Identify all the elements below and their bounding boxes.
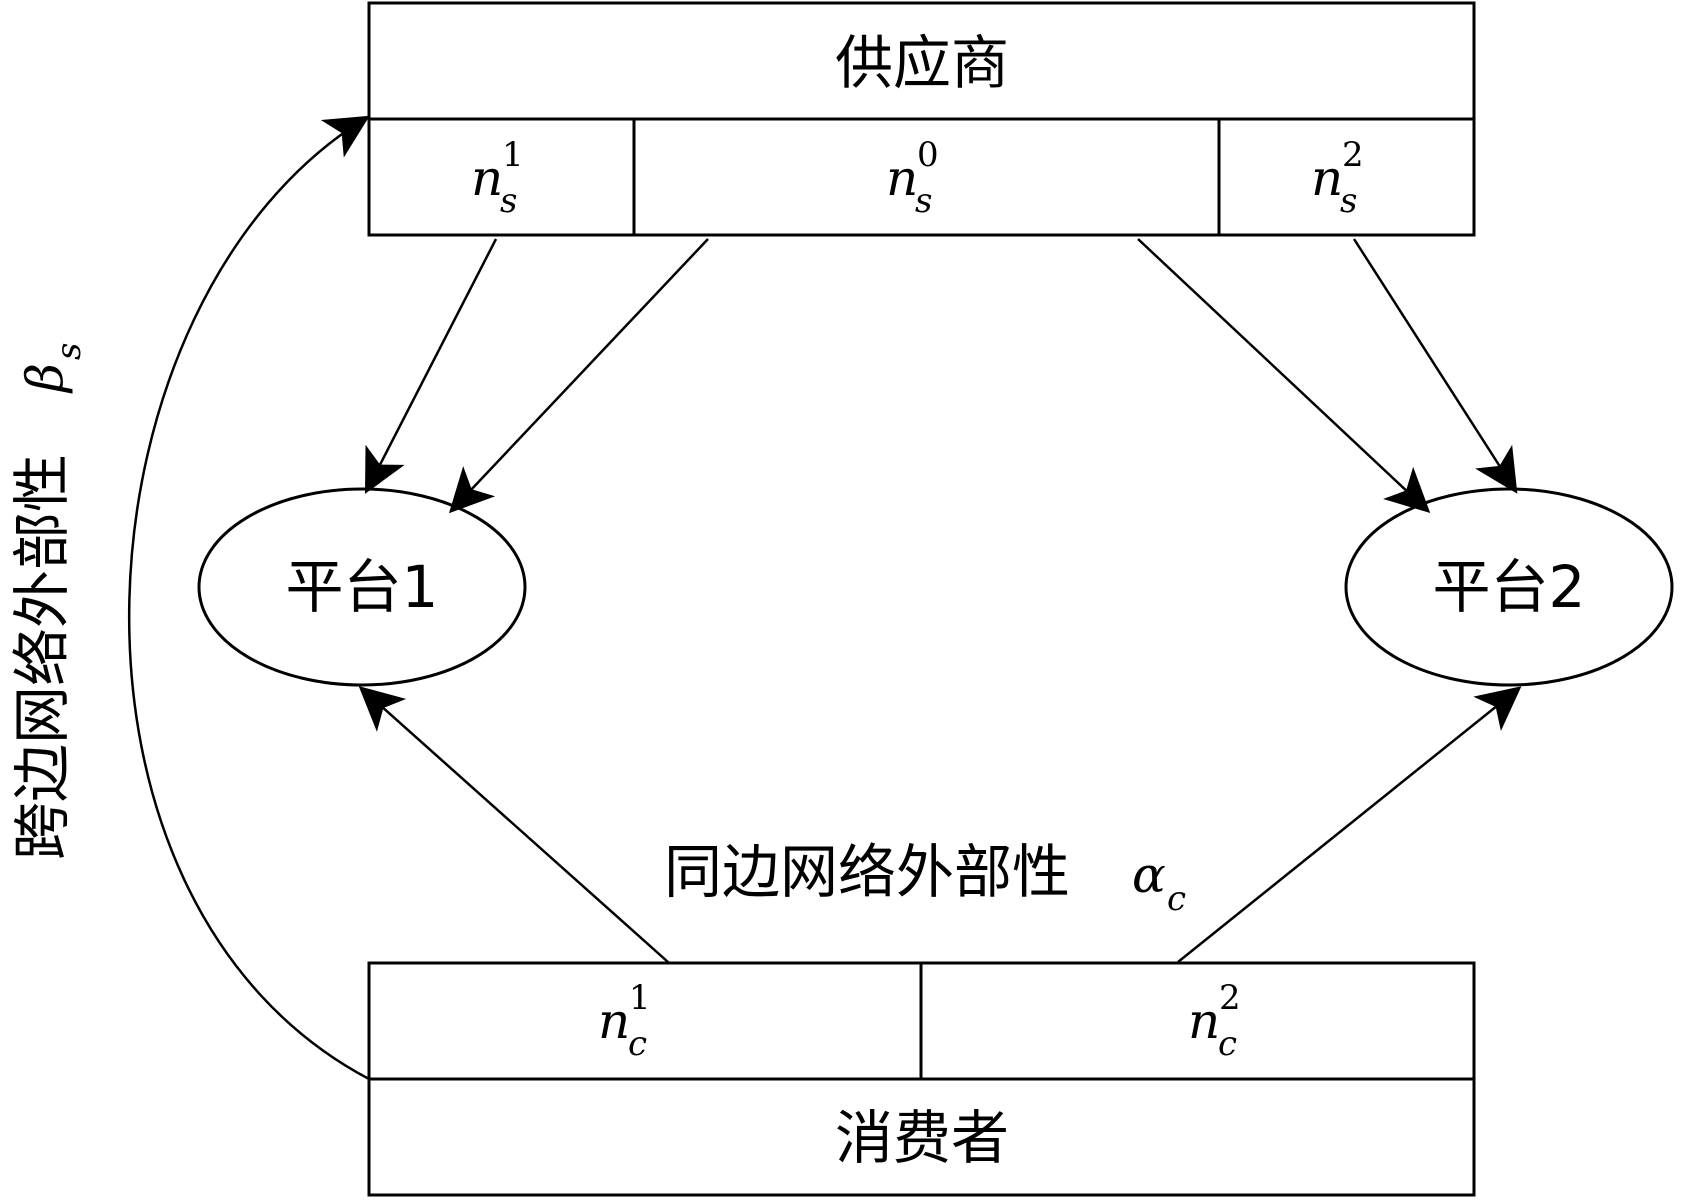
arrow-supplier-seg0-to-platform-1 bbox=[448, 238, 709, 514]
supplier-segment-0-box bbox=[632, 117, 1221, 237]
same-side-externality-label: 同边网络外部性 α c bbox=[664, 838, 1186, 919]
supplier-segment-0-label: n 0 s bbox=[886, 135, 939, 221]
svg-text:c: c bbox=[628, 1024, 647, 1064]
svg-text:1: 1 bbox=[629, 978, 651, 1018]
supplier-segment-2-box bbox=[1217, 117, 1476, 237]
svg-text:2: 2 bbox=[1219, 978, 1241, 1018]
arrow-supplier-seg1-to-platform-1 bbox=[364, 238, 498, 494]
supplier-segment-1-label: n 1 s bbox=[471, 135, 524, 221]
svg-text:s: s bbox=[1340, 181, 1357, 221]
supplier-block: 供应商 n 1 s n 0 s n 2 s bbox=[367, 1, 1476, 237]
consumer-segment-1-box bbox=[367, 961, 923, 1081]
consumer-footer-box bbox=[367, 1077, 1476, 1197]
supplier-segment-1-box bbox=[367, 117, 636, 237]
arrow-consumer-seg1-to-platform-1 bbox=[358, 686, 669, 963]
platform-2: 平台2 bbox=[1344, 487, 1674, 687]
consumer-segment-2-label: n 2 c bbox=[1188, 978, 1241, 1064]
svg-text:同边网络外部性: 同边网络外部性 bbox=[664, 838, 1070, 906]
svg-text:2: 2 bbox=[1342, 135, 1364, 175]
arrow-cross-side-curve bbox=[127, 115, 370, 1081]
supplier-header-box bbox=[367, 1, 1476, 121]
platform-2-label: 平台2 bbox=[1433, 553, 1586, 621]
svg-text:n: n bbox=[1188, 992, 1220, 1050]
consumer-segment-1-label: n 1 c bbox=[598, 978, 651, 1064]
platform-1: 平台1 bbox=[197, 487, 527, 687]
svg-text:s: s bbox=[915, 181, 932, 221]
svg-text:s: s bbox=[49, 343, 89, 360]
svg-text:c: c bbox=[1167, 879, 1186, 919]
arrow-supplier-seg2-to-platform-2 bbox=[1352, 238, 1518, 494]
svg-text:c: c bbox=[1218, 1024, 1237, 1064]
supplier-label: 供应商 bbox=[835, 29, 1009, 97]
svg-text:跨边网络外部性: 跨边网络外部性 bbox=[8, 454, 76, 860]
svg-text:n: n bbox=[471, 149, 503, 207]
svg-text:s: s bbox=[500, 181, 517, 221]
svg-text:n: n bbox=[886, 149, 918, 207]
svg-text:α: α bbox=[1132, 846, 1166, 904]
svg-text:n: n bbox=[1311, 149, 1343, 207]
platform-1-ellipse bbox=[197, 487, 527, 687]
cross-side-externality-label: 跨边网络外部性 β s bbox=[8, 343, 89, 860]
consumer-block: 消费者 n 1 c n 2 c bbox=[367, 961, 1476, 1197]
platform-1-label: 平台1 bbox=[286, 553, 439, 621]
consumer-label: 消费者 bbox=[835, 1104, 1009, 1172]
svg-text:1: 1 bbox=[502, 135, 524, 175]
svg-text:n: n bbox=[598, 992, 630, 1050]
arrow-consumer-seg2-to-platform-2 bbox=[1177, 686, 1522, 963]
svg-text:β: β bbox=[16, 363, 74, 394]
arrow-supplier-seg0-to-platform-2 bbox=[1137, 238, 1431, 514]
svg-text:0: 0 bbox=[917, 135, 939, 175]
supplier-segment-2-label: n 2 s bbox=[1311, 135, 1364, 221]
